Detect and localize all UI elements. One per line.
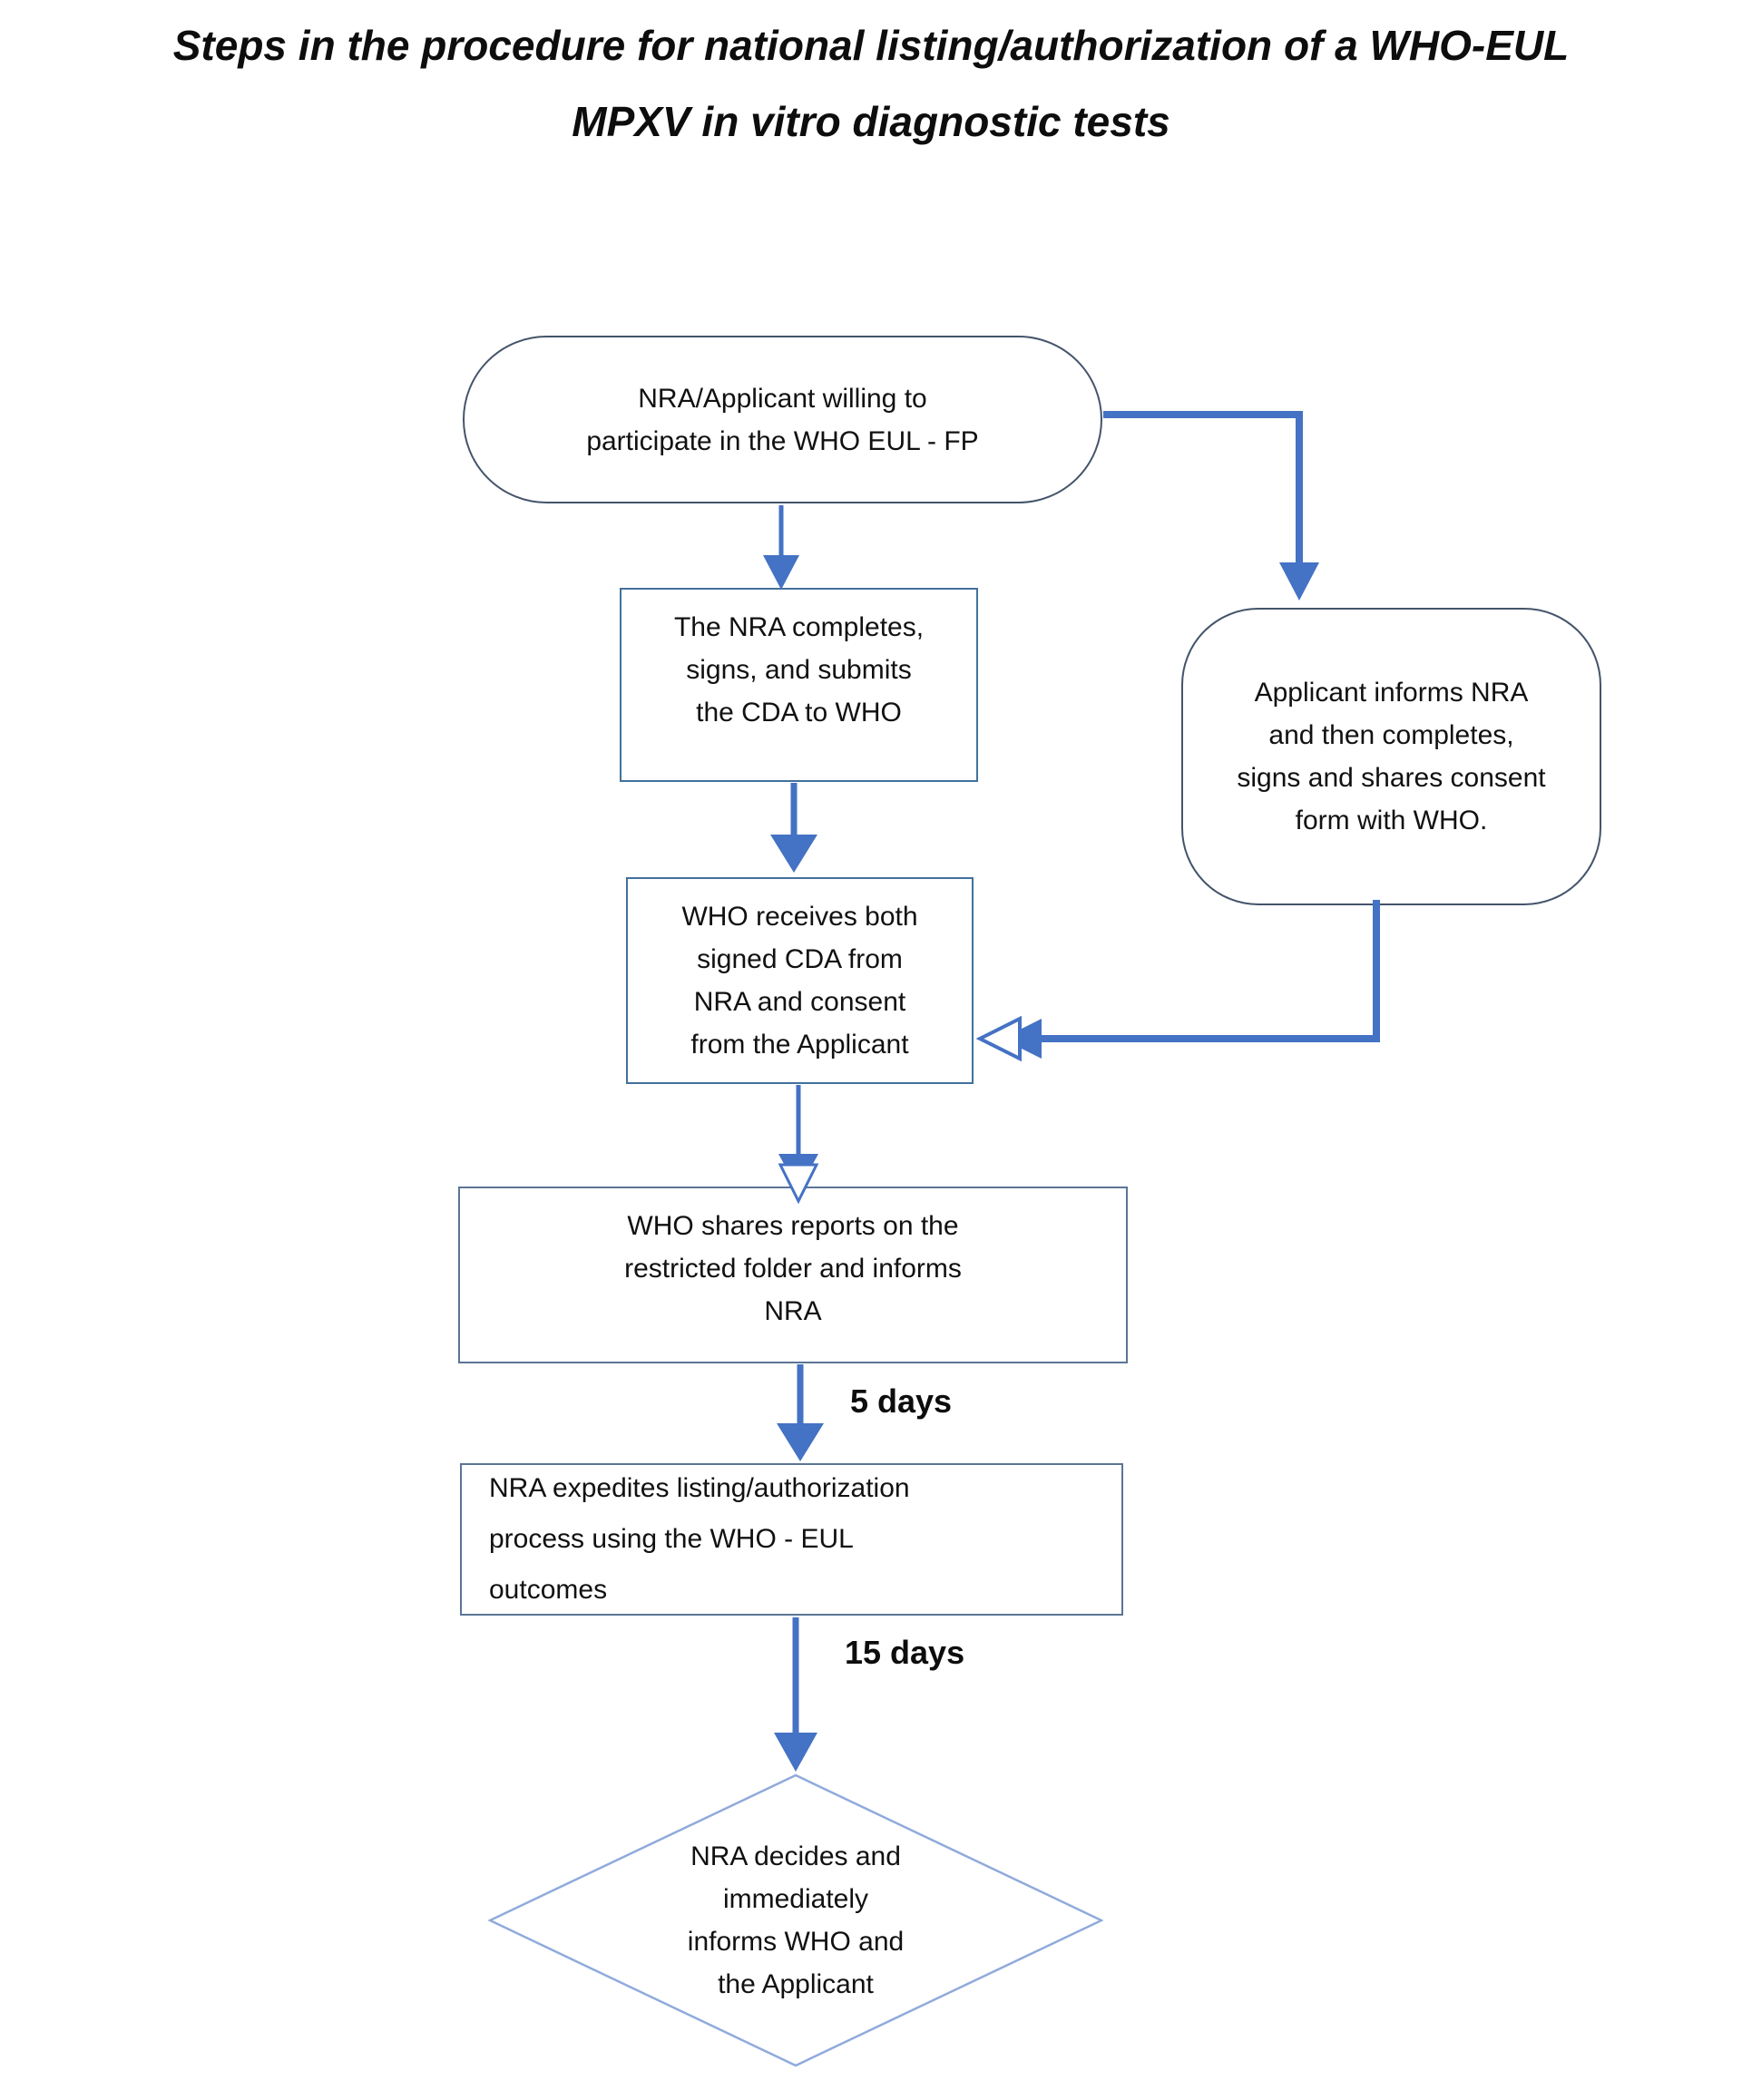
node-who-receives-label: WHO receives both signed CDA from NRA an… <box>681 902 918 1060</box>
node-nra-submits-cda-label: The NRA completes, signs, and submits th… <box>673 612 925 728</box>
node-nra-expedites: NRA expedites listing/authorization proc… <box>460 1463 1123 1616</box>
arrow-nra-submits-to-who-receives <box>770 783 817 873</box>
node-start-label: NRA/Applicant willing to participate in … <box>586 383 979 456</box>
node-nra-submits-cda: The NRA completes, signs, and submits th… <box>620 588 978 782</box>
node-nra-decides-label: NRA decides and immediately informs WHO … <box>687 1841 905 1999</box>
node-applicant-consent: Applicant informs NRA and then completes… <box>1181 608 1601 905</box>
arrow-start-to-applicant-consent <box>1103 411 1319 601</box>
node-who-shares: WHO shares reports on the restricted fol… <box>458 1187 1128 1363</box>
arrow-nra-expedites-to-nra-decides <box>774 1617 817 1772</box>
arrow-who-receives-to-who-shares <box>778 1085 819 1205</box>
edge-label-5-days: 5 days <box>850 1382 953 1420</box>
diagram-title: Steps in the procedure for national list… <box>172 22 1570 145</box>
decision-diamond-shape <box>488 1773 1103 2067</box>
arrow-who-shares-to-nra-expedites <box>777 1364 824 1461</box>
node-nra-decides: NRA decides and immediately informs WHO … <box>488 1773 1103 2067</box>
node-applicant-consent-label: Applicant informs NRA and then completes… <box>1237 678 1546 835</box>
node-start-terminator: NRA/Applicant willing to participate in … <box>463 336 1102 503</box>
edge-label-15-days: 15 days <box>845 1634 965 1671</box>
arrow-applicant-consent-to-who-receives <box>975 900 1380 1062</box>
node-nra-expedites-label: NRA expedites listing/authorization proc… <box>489 1473 910 1605</box>
node-who-shares-label: WHO shares reports on the restricted fol… <box>624 1211 962 1326</box>
node-who-receives: WHO receives both signed CDA from NRA an… <box>626 877 974 1084</box>
arrow-start-to-nra-submits <box>763 505 799 590</box>
